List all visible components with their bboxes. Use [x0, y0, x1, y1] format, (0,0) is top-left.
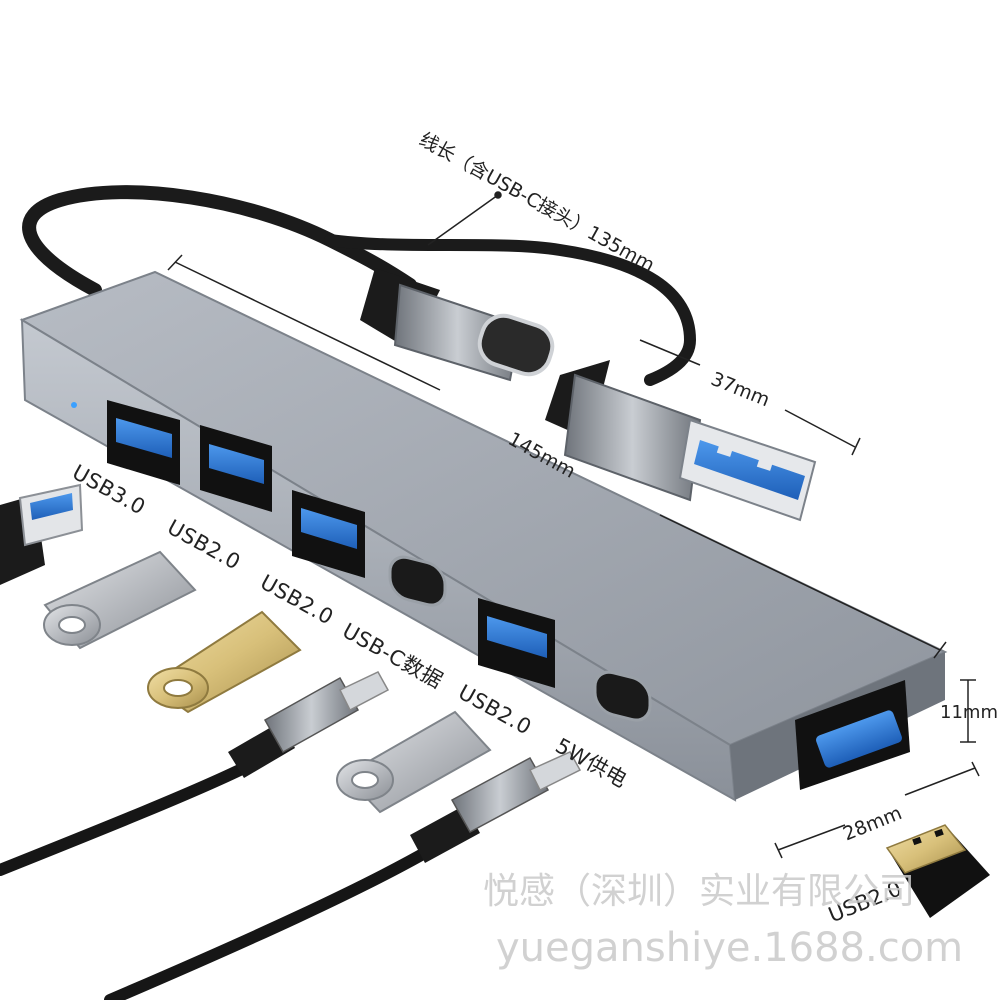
port-usb20-b	[292, 490, 365, 578]
dimension-lines	[167, 191, 980, 859]
port-usb20-a	[200, 425, 272, 512]
port-usb30	[107, 400, 180, 485]
flash-drive-silver-1	[43, 550, 197, 650]
flash-drive-silver-2	[336, 710, 492, 814]
usb-plug-left	[0, 483, 84, 585]
front-ports	[107, 400, 652, 722]
usb-dongle	[885, 824, 990, 918]
port-usb20-c	[478, 598, 555, 688]
usba-connector	[545, 360, 817, 522]
usbc-cable-1	[0, 671, 390, 876]
port-pd-power	[593, 670, 652, 722]
usbc-cable-2	[104, 751, 582, 1000]
watermark-website: yueganshiye.1688.com	[496, 925, 964, 971]
cable	[22, 185, 697, 386]
watermark-company: 悦感（深圳）实业有限公司	[483, 871, 916, 912]
usbc-connector	[360, 268, 555, 382]
port-usbc-data	[388, 555, 447, 607]
flash-drive-gold	[147, 610, 302, 714]
dimension-hub-height: 11mm	[940, 702, 998, 723]
